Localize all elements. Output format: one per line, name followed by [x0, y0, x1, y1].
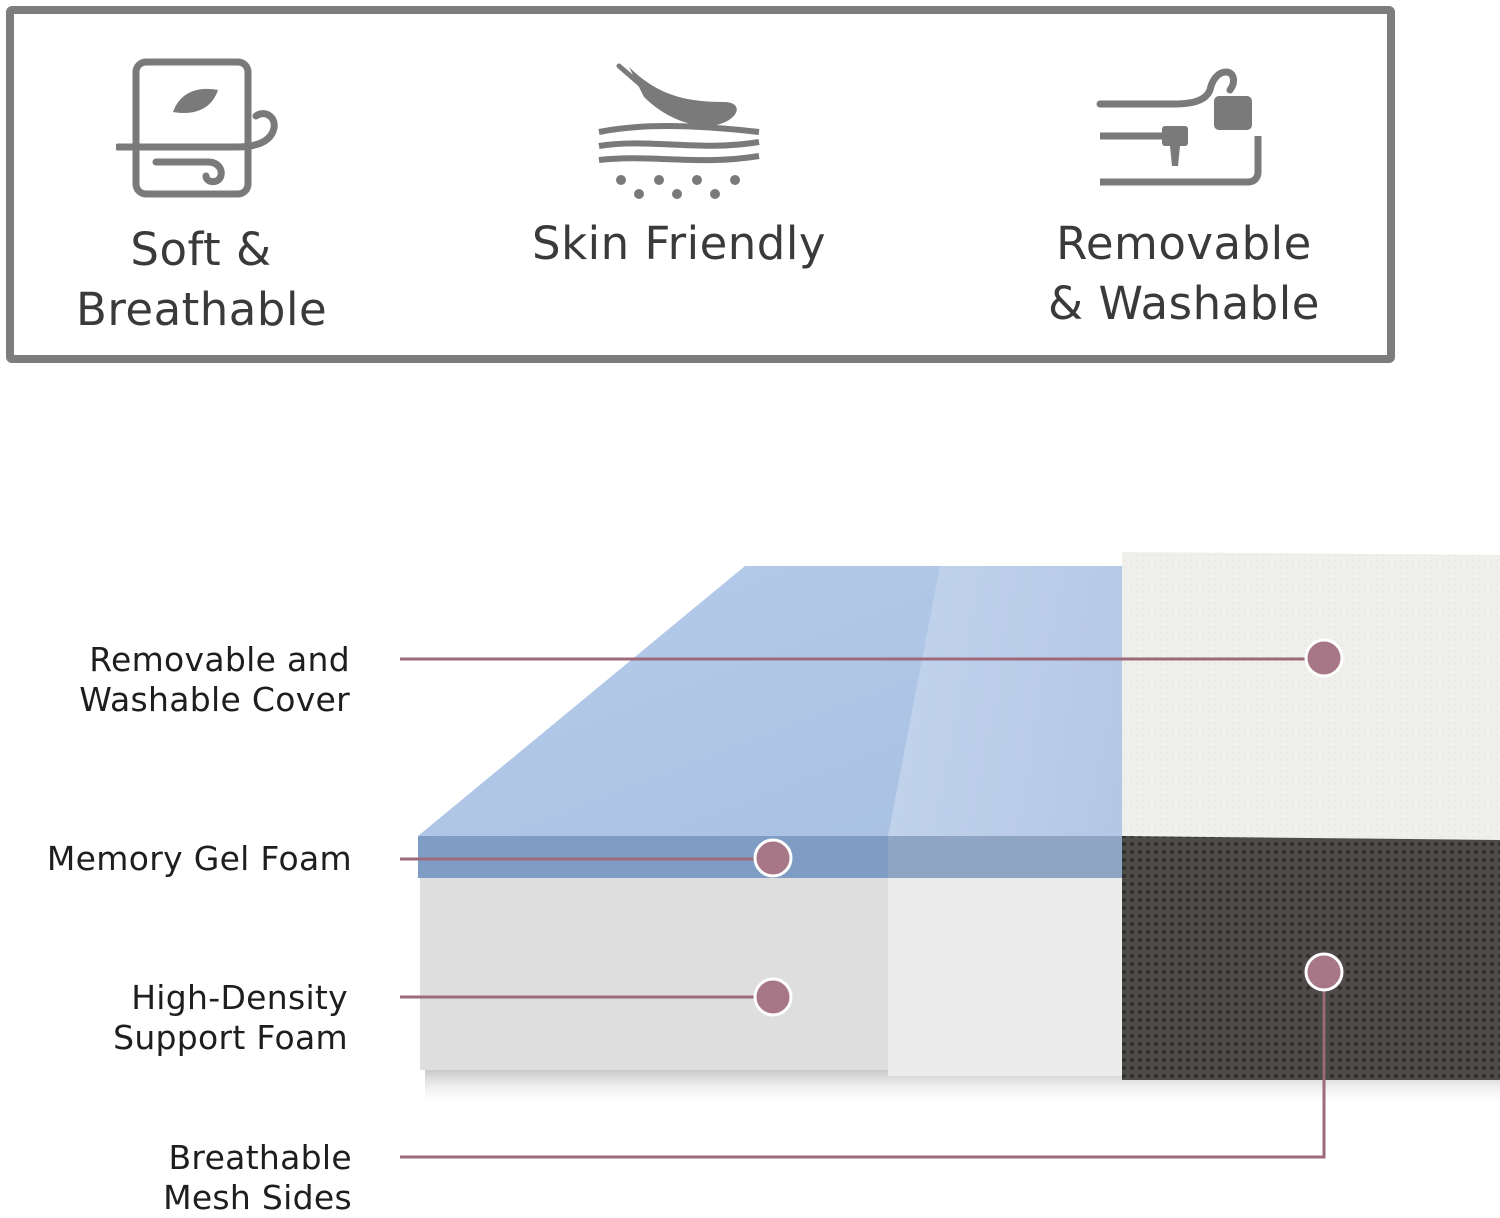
label-gel-foam: Memory Gel Foam [47, 839, 352, 879]
cover-fabric [1122, 552, 1500, 840]
label-mesh-sides: Breathable Mesh Sides [163, 1138, 352, 1218]
callout-dot-mesh [1304, 952, 1344, 992]
feature-label-line1: Removable [1056, 217, 1312, 270]
support-foam [420, 878, 888, 1070]
feature-label: Soft & Breathable [76, 220, 328, 340]
label-line2: Support Foam [113, 1018, 348, 1057]
feature-soft-breathable: Soft & Breathable [76, 14, 328, 340]
feature-removable-washable: Removable & Washable [1034, 14, 1334, 334]
feature-label: Removable & Washable [1034, 214, 1334, 334]
leaf-air-flow-icon [116, 58, 278, 198]
gel-foam-edge-right [888, 836, 1122, 878]
gel-foam-top-highlight [888, 566, 1122, 836]
callout-dot-cover [1304, 638, 1344, 678]
label-line1: High-Density [131, 978, 348, 1017]
support-foam-right [888, 878, 1122, 1076]
feature-label: Skin Friendly [524, 214, 834, 274]
label-line1: Removable and [89, 640, 350, 679]
feature-label-line1: Soft & [130, 223, 272, 276]
label-support-foam: High-Density Support Foam [113, 978, 348, 1058]
feature-label-line1: Skin Friendly [532, 217, 826, 270]
feature-label-line2: Breathable [76, 283, 328, 336]
label-line2: Mesh Sides [163, 1178, 352, 1217]
callout-line-mesh [400, 972, 1326, 1159]
zipper-cover-icon [1096, 68, 1262, 186]
callout-dot-gel [753, 838, 793, 878]
features-panel: Soft & Breathable Skin Friendly [6, 6, 1395, 363]
feature-label-line2: & Washable [1048, 277, 1320, 330]
label-cover: Removable and Washable Cover [79, 640, 350, 720]
feather-skin-icon [598, 63, 760, 199]
label-line1: Memory Gel Foam [46, 839, 352, 878]
label-line1: Breathable [168, 1138, 352, 1177]
feature-skin-friendly: Skin Friendly [524, 14, 834, 274]
gel-foam-edge [418, 836, 888, 878]
callout-dot-support [753, 977, 793, 1017]
label-line2: Washable Cover [79, 680, 350, 719]
